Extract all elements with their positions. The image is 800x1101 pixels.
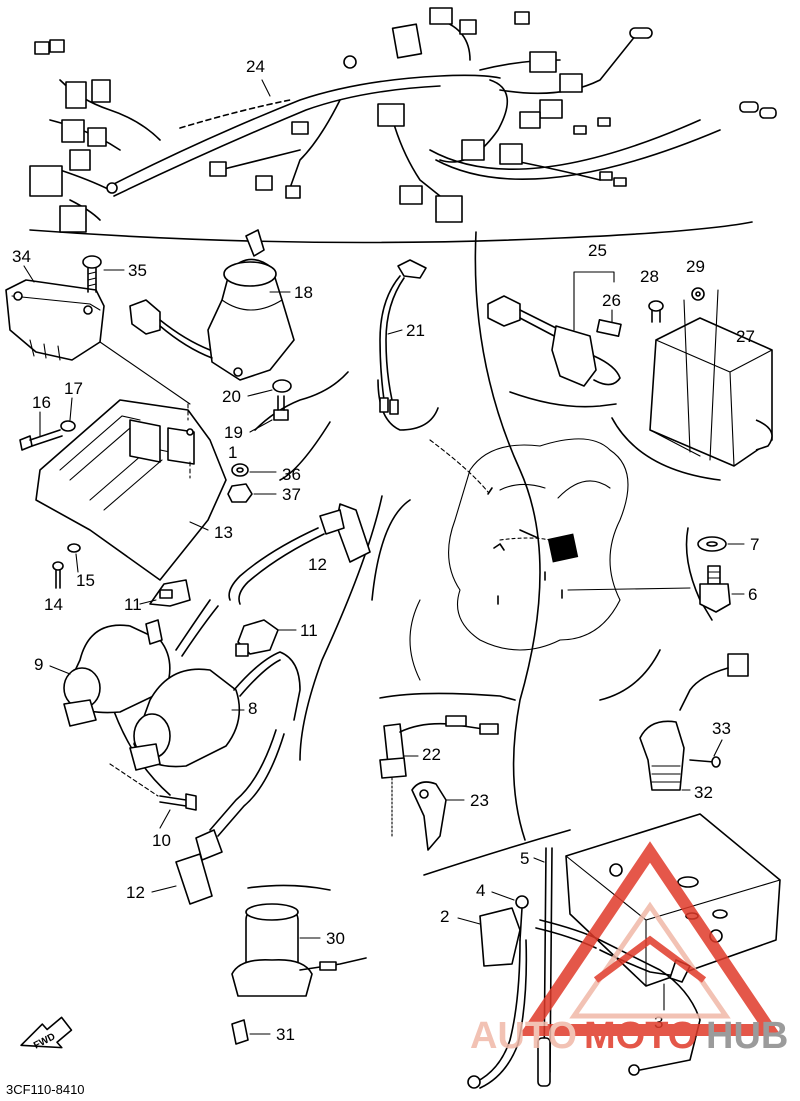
watermark-text-auto: AUTO (470, 1015, 577, 1057)
rectifier-regulator (5, 279, 191, 405)
ignition-coil-9 (63, 599, 219, 727)
bracket-23 (411, 781, 447, 851)
screw-33 (689, 756, 721, 768)
label-17: 17 (64, 379, 83, 398)
label-19: 19 (224, 423, 243, 442)
main-switch (129, 229, 295, 381)
label-36: 36 (282, 465, 301, 484)
label-5: 5 (520, 849, 529, 868)
label-26: 26 (602, 291, 621, 310)
fuse-holder-25 (487, 295, 622, 387)
label-31: 31 (276, 1025, 295, 1044)
section-outlines (29, 221, 753, 891)
grommet-20 (272, 379, 292, 393)
label-22: 22 (422, 745, 441, 764)
label-32: 32 (694, 783, 713, 802)
collar-36 (231, 463, 249, 477)
label-37: 37 (282, 485, 301, 504)
ignition-coil-8 (129, 651, 301, 771)
label-13: 13 (214, 523, 233, 542)
battery-band-2 (479, 907, 521, 967)
bolt-19 (273, 395, 289, 421)
watermark-text-moto: MOTO (584, 1015, 697, 1057)
sensor-32 (639, 653, 749, 791)
washer-17 (60, 420, 76, 432)
fwd-arrow-icon: FWD (20, 1016, 73, 1052)
label-12a: 12 (308, 555, 327, 574)
watermark-triangle-inner (569, 901, 731, 1019)
label-21: 21 (406, 321, 425, 340)
label-9: 9 (34, 655, 43, 674)
frame-silhouette (409, 438, 691, 681)
plug-cap-12-upper (228, 503, 371, 605)
label-7: 7 (750, 535, 759, 554)
label-30: 30 (326, 929, 345, 948)
label-12b: 12 (126, 883, 145, 902)
control-unit-27 (649, 289, 773, 467)
diagram-code: 3CF110-8410 (6, 1082, 85, 1097)
screw-31 (231, 1019, 249, 1045)
starter-relay-30 (231, 903, 367, 997)
lead-wire-21 (379, 259, 427, 415)
nut-37 (227, 483, 253, 503)
label-8: 8 (248, 699, 257, 718)
label-10: 10 (152, 831, 171, 850)
label-28: 28 (640, 267, 659, 286)
label-11a: 11 (124, 595, 142, 614)
screw-14 (52, 561, 64, 589)
screw-28 (648, 300, 664, 323)
label-1: 1 (228, 443, 237, 462)
label-20: 20 (222, 387, 241, 406)
washer-15 (67, 543, 81, 553)
label-25: 25 (588, 241, 607, 260)
label-15: 15 (76, 571, 95, 590)
plug-cap-12-lower (175, 729, 285, 905)
label-33: 33 (712, 719, 731, 738)
boot-11-right (235, 619, 279, 657)
bolt-10 (109, 763, 197, 811)
cdi-cover (35, 399, 227, 581)
boot-11-left (149, 579, 191, 607)
label-16: 16 (32, 393, 51, 412)
screw-35 (82, 255, 125, 293)
neutral-switch-6 (699, 565, 731, 613)
watermark-triangle-outer (518, 841, 782, 1036)
label-35: 35 (128, 261, 147, 280)
label-23: 23 (470, 791, 489, 810)
main-wire-harness (29, 7, 777, 233)
label-14: 14 (44, 595, 63, 614)
nut-29 (691, 287, 705, 301)
watermark-chevron (593, 935, 707, 983)
automotohub-watermark: AUTO MOTO HUB (470, 841, 788, 1057)
label-4: 4 (476, 881, 485, 900)
label-27: 27 (736, 327, 755, 346)
terminal-4 (515, 895, 529, 941)
watermark-text-hub: HUB (706, 1015, 788, 1057)
label-29: 29 (686, 257, 705, 276)
label-34: 34 (12, 247, 31, 266)
label-3: 3 (654, 1013, 663, 1032)
relay-block-icon (547, 533, 579, 563)
label-6: 6 (748, 585, 757, 604)
label-24: 24 (246, 57, 265, 76)
sensor-22 (379, 715, 499, 837)
label-11b: 11 (300, 621, 318, 640)
label-18: 18 (294, 283, 313, 302)
gasket-7 (697, 536, 727, 552)
bolt-16 (19, 429, 63, 451)
battery-leads (467, 919, 701, 1089)
label-2: 2 (440, 907, 449, 926)
